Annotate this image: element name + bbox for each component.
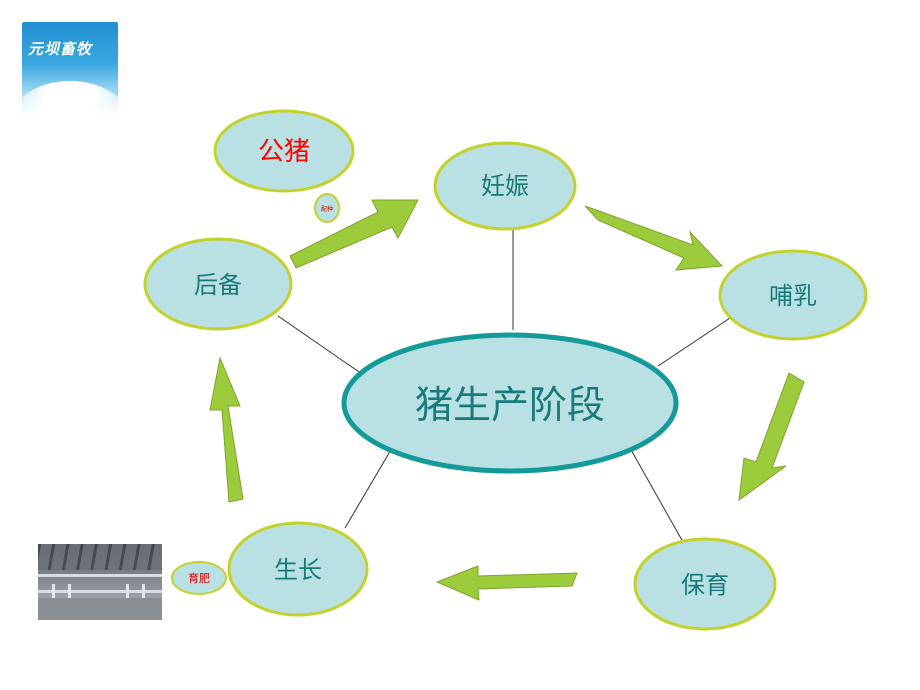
node-reserve-label: 后备 xyxy=(194,271,242,299)
connector-nursery xyxy=(629,447,684,543)
tag-fattening: 育肥 xyxy=(171,561,227,595)
arrow-pregnancy-to-lactation xyxy=(584,205,724,271)
tag-breeding: 配种 xyxy=(314,193,340,223)
tag-fattening-label: 育肥 xyxy=(188,571,210,585)
connector-growth xyxy=(344,447,393,529)
arrow-lactation-to-nursery xyxy=(738,372,805,502)
node-pregnancy: 妊娠 xyxy=(433,141,577,231)
connector-lactation xyxy=(657,315,734,367)
node-growth-label: 生长 xyxy=(274,556,322,584)
node-nursery: 保育 xyxy=(633,537,777,631)
node-nursery-label: 保育 xyxy=(681,571,729,599)
arrow-growth-to-reserve xyxy=(209,356,244,503)
node-growth: 生长 xyxy=(227,521,369,617)
arrow-nursery-to-growth xyxy=(435,565,578,601)
logo: 元坝畜牧 xyxy=(22,22,118,116)
connector-reserve xyxy=(277,315,363,375)
center-label: 猪生产阶段 xyxy=(415,383,605,427)
node-lactation: 哺乳 xyxy=(718,249,868,341)
arrow-reserve-to-pregnancy xyxy=(289,199,419,269)
tag-breeding-label: 配种 xyxy=(321,205,333,213)
logo-glow xyxy=(22,81,118,116)
barn-photo xyxy=(38,544,162,620)
node-reserve: 后备 xyxy=(143,237,293,331)
node-boar-label: 公猪 xyxy=(258,137,310,167)
logo-text: 元坝畜牧 xyxy=(28,40,93,58)
node-center: 猪生产阶段 xyxy=(341,332,679,474)
node-boar: 公猪 xyxy=(213,109,355,193)
node-pregnancy-label: 妊娠 xyxy=(481,172,529,200)
node-lactation-label: 哺乳 xyxy=(769,282,817,310)
